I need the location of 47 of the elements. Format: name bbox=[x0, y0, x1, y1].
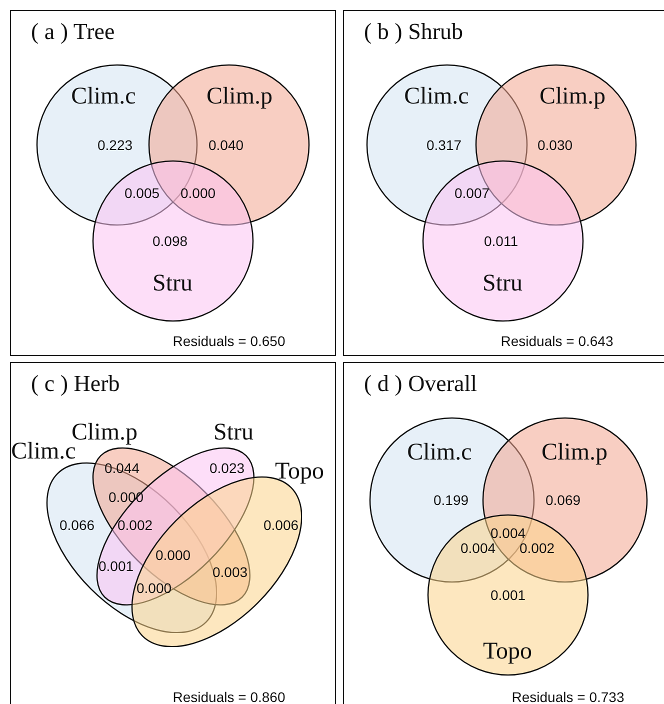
panel-title: ( d ) Overall bbox=[364, 371, 478, 397]
value-label: 0.066 bbox=[59, 517, 95, 533]
value-label: 0.223 bbox=[97, 137, 133, 153]
value-label: 0.040 bbox=[208, 137, 244, 153]
value-label: 0.003 bbox=[212, 564, 248, 580]
value-label: 0.005 bbox=[124, 185, 160, 201]
value-label: 0.317 bbox=[426, 137, 462, 153]
set-label: Clim.c bbox=[404, 83, 469, 110]
panel bbox=[10, 10, 336, 356]
value-label: 0.030 bbox=[537, 137, 573, 153]
set-label: Topo bbox=[483, 638, 532, 665]
panel-title: ( a ) Tree bbox=[31, 19, 115, 45]
residuals-text: Residuals = 0.860 bbox=[172, 689, 286, 704]
panel bbox=[343, 10, 664, 356]
value-label: 0.001 bbox=[490, 587, 526, 603]
value-label: 0.098 bbox=[152, 233, 188, 249]
set-label: Clim.c bbox=[407, 439, 472, 466]
set-label: Topo bbox=[275, 458, 324, 485]
value-label: 0.002 bbox=[519, 540, 555, 556]
value-label: 0.069 bbox=[545, 492, 581, 508]
value-label: 0.044 bbox=[104, 460, 140, 476]
panel-title: ( c ) Herb bbox=[31, 371, 120, 397]
value-label: 0.000 bbox=[180, 185, 216, 201]
set-label: Stru bbox=[482, 270, 522, 297]
value-label: 0.199 bbox=[433, 492, 469, 508]
value-label: 0.000 bbox=[155, 547, 191, 563]
value-label: 0.023 bbox=[209, 460, 245, 476]
value-label: 0.004 bbox=[490, 525, 526, 541]
panel-title: ( b ) Shrub bbox=[364, 19, 464, 45]
set-label: Clim.p bbox=[540, 83, 606, 110]
set-label: Stru bbox=[152, 270, 192, 297]
panel bbox=[10, 362, 336, 704]
set-label: Clim.c bbox=[71, 83, 136, 110]
value-label: 0.004 bbox=[460, 540, 496, 556]
set-label: Clim.p bbox=[542, 439, 608, 466]
set-label: Clim.p bbox=[206, 83, 272, 110]
panel bbox=[343, 362, 664, 704]
residuals-text: Residuals = 0.733 bbox=[512, 689, 624, 704]
value-label: 0.002 bbox=[117, 517, 153, 533]
residuals-text: Residuals = 0.643 bbox=[500, 333, 614, 349]
value-label: 0.006 bbox=[263, 517, 299, 533]
value-label: 0.011 bbox=[484, 233, 518, 249]
value-label: 0.000 bbox=[136, 580, 172, 596]
value-label: 0.001 bbox=[98, 558, 134, 574]
residuals-text: Residuals = 0.650 bbox=[172, 333, 286, 349]
set-label: Stru bbox=[213, 419, 254, 446]
value-label: 0.007 bbox=[454, 185, 490, 201]
